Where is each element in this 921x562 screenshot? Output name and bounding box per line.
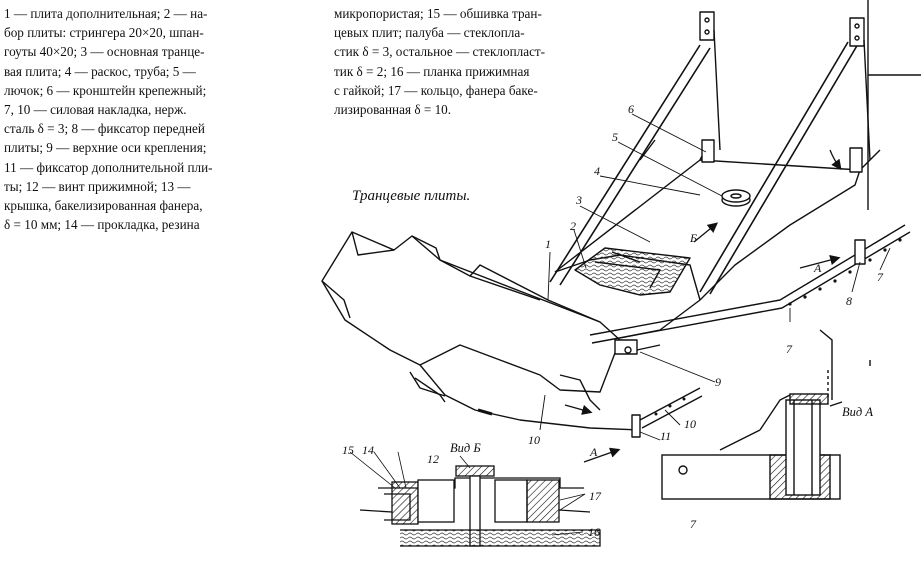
callout-15: 15 xyxy=(342,443,354,457)
callout-17: 17 xyxy=(589,489,602,503)
callout-4: 4 xyxy=(594,164,600,178)
legend-line: крышка, бакелизированная фанера, xyxy=(4,198,203,214)
arrow-label-b: Б xyxy=(689,231,697,245)
legend-line: цевых плит; палуба — стеклопла- xyxy=(334,25,525,41)
callout-8: 8 xyxy=(846,294,852,308)
legend-right: микропористая; 15 — обшивка тран-цевых п… xyxy=(334,4,610,119)
callouts: 1 2 3 4 5 6 7 7 7 8 9 10 10 11 12 14 15 … xyxy=(342,102,884,539)
view-a-detail xyxy=(661,329,871,500)
callout-6: 6 xyxy=(628,102,634,116)
callout-12: 12 xyxy=(427,452,439,466)
legend-line: 7, 10 — силовая накладка, нерж. xyxy=(4,102,187,118)
arrow-label-a2: А xyxy=(589,445,598,459)
callout-10a: 10 xyxy=(528,433,540,447)
legend-line: ты; 12 — винт прижимной; 13 — xyxy=(4,178,191,194)
callout-1: 1 xyxy=(545,237,551,251)
leader-lines xyxy=(539,113,891,441)
legend-line: вая плита; 4 — раскос, труба; 5 — xyxy=(4,63,196,79)
legend-line: лизированная δ = 10. xyxy=(334,102,452,118)
legend-left: 1 — плита дополнительная; 2 — на-бор пли… xyxy=(4,4,302,234)
callout-7b: 7 xyxy=(877,270,884,284)
bracket-right-top xyxy=(849,17,865,47)
callout-7c: 7 xyxy=(690,517,697,531)
callout-2: 2 xyxy=(570,219,576,233)
callout-5: 5 xyxy=(612,130,618,144)
view-a-label: Вид А xyxy=(842,405,873,419)
view-b-label: Вид Б xyxy=(450,441,481,455)
strut-right xyxy=(699,41,859,295)
legend-line: с гайкой; 17 — кольцо, фанера баке- xyxy=(334,82,538,98)
callout-10b: 10 xyxy=(684,417,696,431)
arrow-label-a1: А xyxy=(813,261,822,275)
callout-11: 11 xyxy=(660,429,671,443)
bracket-left-top xyxy=(699,11,715,41)
legend-line: тик δ = 2; 16 — планка прижимная xyxy=(334,63,530,79)
legend-line: гоуты 40×20; 3 — основная транце- xyxy=(4,44,205,60)
legend-line: сталь δ = 3; 8 — фиксатор передней xyxy=(4,121,205,137)
callout-9: 9 xyxy=(715,375,721,389)
legend-line: 11 — фиксатор дополнительной пли- xyxy=(4,159,213,175)
legend-line: стик δ = 3, остальное — стеклопласт- xyxy=(334,44,546,60)
leader-14-15 xyxy=(349,451,407,489)
view-a-fixator xyxy=(785,399,821,496)
diagram-title: Транцевые плиты. xyxy=(352,188,471,204)
lower-rail xyxy=(639,387,703,429)
strut-left xyxy=(549,44,711,286)
legend-line: бор плиты: стрингера 20×20, шпан- xyxy=(4,25,204,41)
callout-14: 14 xyxy=(362,443,374,457)
clamp-screw-head xyxy=(455,465,495,477)
main-assembly xyxy=(321,0,921,438)
callout-3: 3 xyxy=(575,193,582,207)
direction-arrows xyxy=(564,149,842,463)
legend-line: плиты; 9 — верхние оси крепления; xyxy=(4,140,207,156)
legend-line: микропористая; 15 — обшивка тран- xyxy=(334,6,542,21)
legend-line: лючок; 6 — кронштейн крепежный; xyxy=(4,82,207,98)
legend-line: δ = 10 мм; 14 — прокладка, резина xyxy=(4,217,200,233)
view-b-section xyxy=(349,451,601,547)
legend-line: 1 — плита дополнительная; 2 — на- xyxy=(4,6,208,21)
callout-7a: 7 xyxy=(786,342,793,356)
cover-plate xyxy=(391,481,419,525)
callout-16: 16 xyxy=(588,525,600,539)
plate-frame xyxy=(574,247,691,296)
main-transom-plate xyxy=(554,159,861,339)
